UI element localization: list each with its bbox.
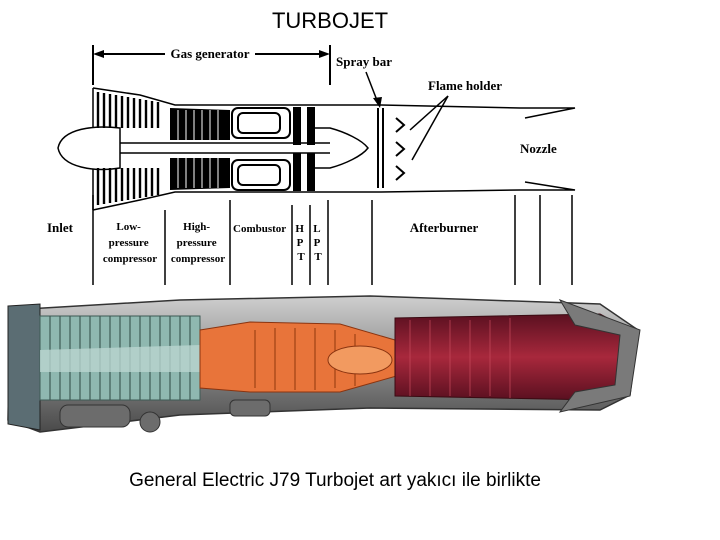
combustor-chambers xyxy=(231,107,291,191)
page-title: TURBOJET xyxy=(271,8,389,33)
station-dividers xyxy=(92,195,573,285)
turbojet-schematic: Gas generator Spray bar Flame holder xyxy=(47,45,576,285)
shaft-and-tail-cone xyxy=(120,127,369,169)
lpt-label: L P T xyxy=(313,223,322,263)
high-pressure-compressor-label: High- pressure compressor xyxy=(171,221,225,265)
spray-bar xyxy=(377,108,384,188)
figure-caption: General Electric J79 Turbojet art yakıcı… xyxy=(129,470,541,491)
flame-holders xyxy=(395,117,406,181)
turbine-stages xyxy=(293,107,315,191)
inlet-bellmouth xyxy=(7,303,41,431)
low-pressure-compressor-label: Low- pressure compressor xyxy=(103,221,157,265)
gas-generator-label: Gas generator xyxy=(170,46,249,61)
nozzle-label: Nozzle xyxy=(520,141,557,156)
low-pressure-compressor-blades xyxy=(96,92,160,205)
nozzle-petals xyxy=(558,299,641,413)
high-pressure-compressor xyxy=(170,108,230,190)
combustor-label: Combustor xyxy=(233,223,286,235)
gas-generator-dimension xyxy=(92,45,331,85)
flame-holder-label: Flame holder xyxy=(428,78,502,93)
inlet-label: Inlet xyxy=(47,220,74,235)
j79-cutaway-illustration xyxy=(7,295,641,433)
hpt-label: H P T xyxy=(295,223,306,263)
spray-bar-label: Spray bar xyxy=(336,54,392,69)
external-accessories xyxy=(59,399,271,433)
inlet-spinner xyxy=(57,126,121,171)
afterburner-label: Afterburner xyxy=(410,220,479,235)
